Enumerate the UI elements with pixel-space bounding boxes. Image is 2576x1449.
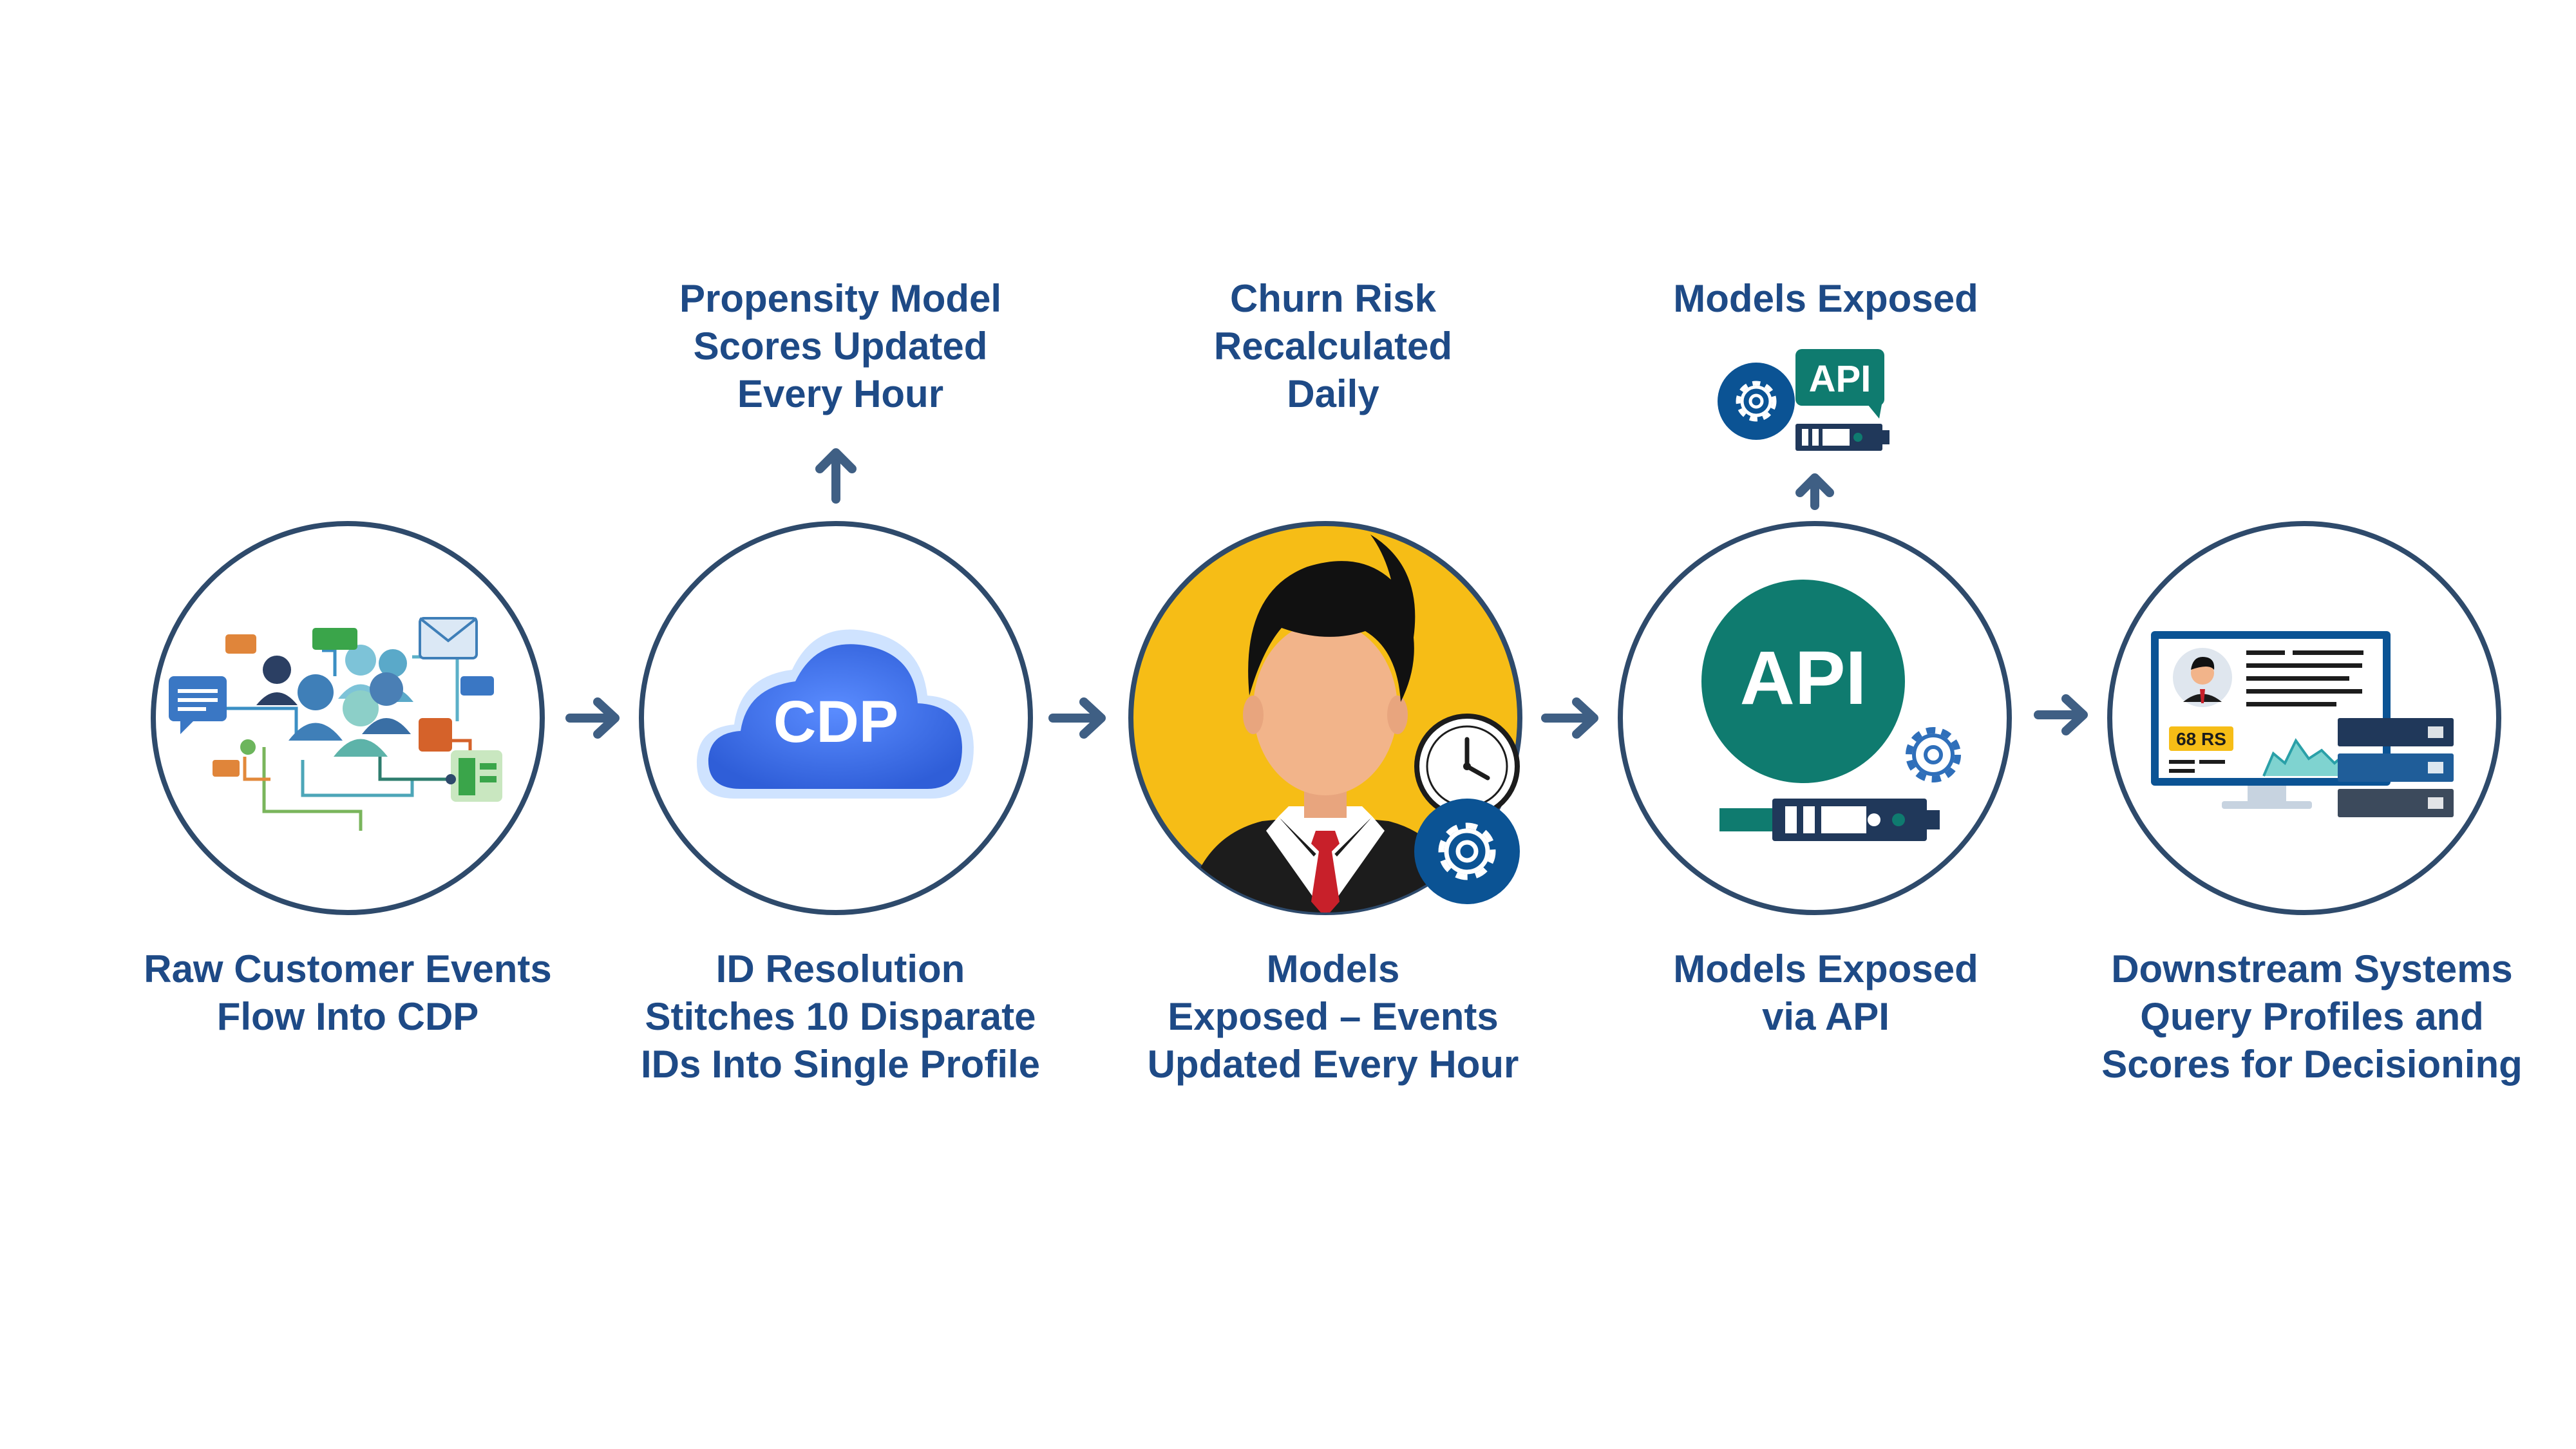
customer-events-network-icon bbox=[169, 617, 502, 831]
stage-2-top-line-1: Propensity Model bbox=[679, 277, 1002, 320]
top-server-icon bbox=[1795, 424, 1889, 451]
stage-5-node: 68 RS bbox=[2107, 521, 2501, 915]
stage-2-top-line-3: Every Hour bbox=[737, 372, 944, 415]
stage-3-top-line-2: Recalculated bbox=[1213, 325, 1453, 368]
stage-3-node bbox=[1128, 521, 1522, 915]
cdp-cloud-text: CDP bbox=[773, 689, 898, 755]
api-server-gear-icon: API bbox=[1701, 580, 1961, 841]
flow-arrow-3 bbox=[1541, 697, 1598, 739]
flow-arrow-4 bbox=[2034, 694, 2088, 735]
stage-4-bottom-line-2: via API bbox=[1762, 995, 1889, 1038]
score-badge-text: 68 RS bbox=[2176, 729, 2226, 749]
stage-3-bottom-line-3: Updated Every Hour bbox=[1147, 1043, 1519, 1086]
stage-5-bottom-line-1: Downstream Systems bbox=[2111, 947, 2513, 990]
top-gear-icon bbox=[1718, 363, 1795, 440]
stage-4-top-label: Models Exposed bbox=[1665, 275, 1987, 323]
stage-3-bottom-label: Models Exposed – Events Updated Every Ho… bbox=[1108, 945, 1558, 1088]
stage-1-node bbox=[151, 521, 545, 915]
businessman-icon bbox=[1185, 535, 1466, 913]
stage-3-top-line-3: Daily bbox=[1287, 372, 1379, 415]
stage-2-top-label: Propensity Model Scores Updated Every Ho… bbox=[679, 275, 1001, 418]
profile-dashboard-servers-icon: 68 RS bbox=[2151, 631, 2454, 817]
stage-2-bottom-line-2: Stitches 10 Disparate bbox=[645, 995, 1036, 1038]
stage-3-bottom-line-1: Models bbox=[1266, 947, 1400, 990]
gear-icon bbox=[1414, 799, 1520, 904]
stage-2-top-line-2: Scores Updated bbox=[693, 325, 988, 368]
stage-1-bottom-line-2: Flow Into CDP bbox=[216, 995, 479, 1038]
server-bar-icon bbox=[1719, 799, 1940, 841]
stage-5-bottom-line-3: Scores for Decisioning bbox=[2101, 1043, 2523, 1086]
stage-2-node: CDP bbox=[639, 521, 1033, 915]
stage-5-bottom-line-2: Query Profiles and bbox=[2140, 995, 2484, 1038]
up-arrow-stage-4 bbox=[1795, 473, 1834, 510]
api-circle-text: API bbox=[1740, 636, 1867, 721]
stage-2-bottom-line-3: IDs Into Single Profile bbox=[640, 1043, 1041, 1086]
stage-3-bottom-line-2: Exposed – Events bbox=[1168, 995, 1499, 1038]
small-gear-icon bbox=[1906, 727, 1961, 782]
stage-4-top-icon: API bbox=[1718, 349, 1889, 451]
flow-arrow-2 bbox=[1048, 697, 1106, 739]
cdp-cloud-icon: CDP bbox=[696, 629, 974, 799]
stage-1-bottom-line-1: Raw Customer Events bbox=[144, 947, 552, 990]
top-api-bubble-icon: API bbox=[1795, 349, 1884, 419]
stage-3-top-label: Churn Risk Recalculated Daily bbox=[1172, 275, 1494, 418]
stage-2-bottom-label: ID Resolution Stitches 10 Disparate IDs … bbox=[615, 945, 1066, 1088]
stage-3-top-line-1: Churn Risk bbox=[1229, 277, 1437, 320]
top-api-text: API bbox=[1809, 358, 1871, 400]
stage-4-bottom-line-1: Models Exposed bbox=[1673, 947, 1978, 990]
flow-arrow-1 bbox=[565, 697, 620, 739]
stage-4-node: API bbox=[1618, 521, 2012, 915]
stage-5-bottom-label: Downstream Systems Query Profiles and Sc… bbox=[2087, 945, 2537, 1088]
stage-1-bottom-label: Raw Customer Events Flow Into CDP bbox=[122, 945, 573, 1041]
server-stack-icon bbox=[2338, 718, 2454, 817]
stage-4-top-line-1: Models Exposed bbox=[1673, 277, 1978, 320]
stage-4-bottom-label: Models Exposed via API bbox=[1600, 945, 2051, 1041]
stage-2-bottom-line-1: ID Resolution bbox=[715, 947, 965, 990]
up-arrow-stage-2 bbox=[815, 448, 857, 504]
